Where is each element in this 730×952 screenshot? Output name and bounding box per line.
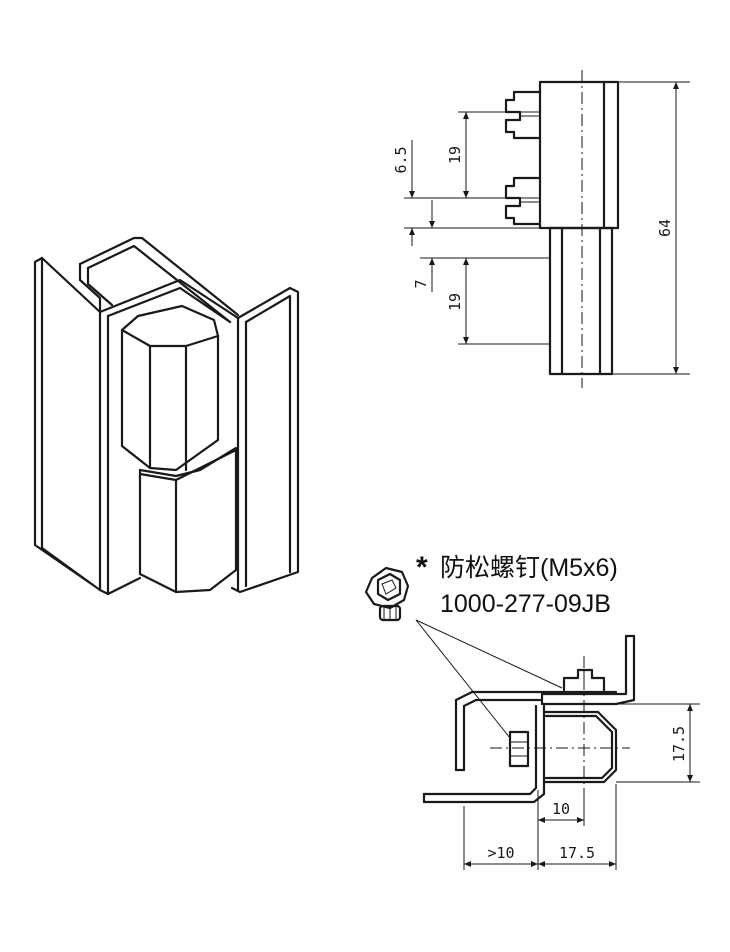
callout-marker: * [416, 551, 428, 584]
dim-offset: 6.5 [392, 146, 410, 173]
dim-gap: 7 [412, 279, 430, 288]
dim-min-clearance: >10 [487, 844, 514, 862]
leader-line-2 [415, 619, 511, 739]
dim-upper-pitch: 19 [446, 146, 464, 164]
dim-lower-pitch: 19 [446, 293, 464, 311]
isometric-hinge-view [33, 236, 300, 596]
dim-total-height: 64 [656, 219, 674, 237]
leader-line-1 [415, 619, 563, 689]
section-view: 17.5 10 >10 17.5 [422, 634, 700, 870]
dim-depth: 17.5 [670, 726, 688, 762]
callout-part-number: 1000-277-09JB [440, 590, 611, 618]
callout-part-name: 防松螺钉(M5x6) [440, 554, 618, 582]
side-elevation-view: 19 6.5 7 19 64 [392, 70, 690, 388]
dim-pin-offset: 10 [552, 800, 570, 818]
anti-loosening-screw-icon [364, 566, 410, 622]
dim-width: 17.5 [559, 844, 595, 862]
